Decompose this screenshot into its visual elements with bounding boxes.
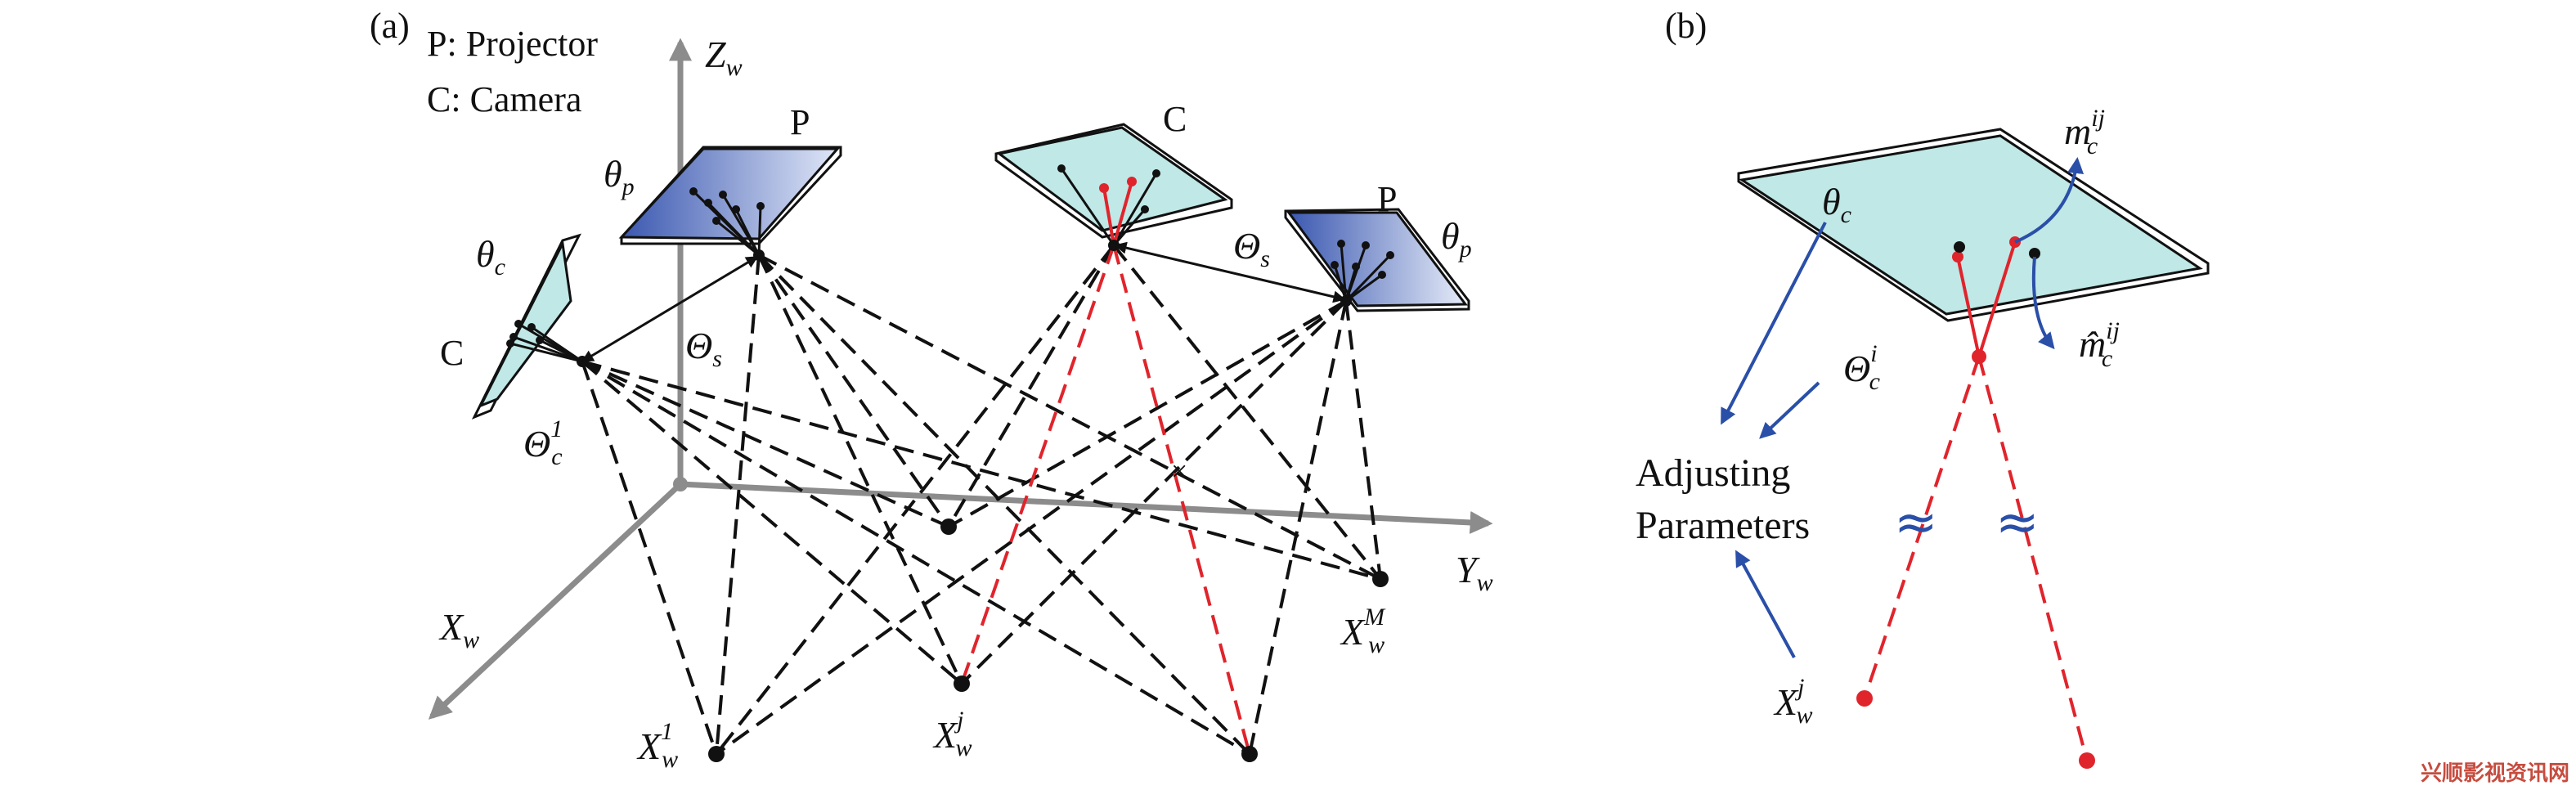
theta-ci-arrow [1759, 381, 1820, 439]
m-arrow [2014, 157, 2085, 244]
legend-projector: P: Projector [427, 24, 598, 64]
panel-a-label: (a) [370, 6, 410, 46]
point-xj [954, 676, 970, 692]
camera-left [471, 233, 588, 420]
m-hat-arrow [2031, 256, 2055, 350]
watermark: 兴顺影视资讯网 [2420, 761, 2569, 786]
adjusting-line1: Adjusting [1636, 451, 1790, 495]
theta-p-left-label: θp [604, 153, 635, 200]
break-symbol-right: ≈ [1995, 492, 2040, 553]
svg-text:×: × [1171, 455, 1187, 487]
adjusting-line2: Parameters [1636, 504, 1810, 547]
point-bottom-right [1241, 746, 1258, 762]
theta-p-right-label: θp [1441, 215, 1472, 263]
theta-s-right-label: Θs [1233, 225, 1270, 272]
projection-lines [581, 244, 1382, 756]
theta-c-b-label: θc [1822, 181, 1851, 228]
legend-camera: C: Camera [427, 79, 581, 119]
baseline-left [581, 255, 759, 363]
projector-left [618, 146, 842, 261]
theta-s-left-label: Θs [685, 325, 722, 372]
projector-right [1284, 208, 1470, 312]
panel-a: (a) P: Projector C: Camera Zw Yw Xw [370, 6, 1493, 773]
y-axis-label: Yw [1456, 549, 1493, 596]
theta-c-arrow [1721, 222, 1827, 425]
z-axis-label: Zw [705, 34, 743, 81]
cam-left-label: C [440, 333, 464, 373]
xj-arrow [1735, 550, 1796, 658]
world-points: × [708, 455, 1389, 762]
point-x1 [708, 746, 725, 762]
baseline-right [1114, 241, 1346, 303]
point-mid [940, 518, 957, 535]
red-rays-b [1856, 236, 2095, 769]
world-axes [428, 38, 1493, 720]
camera-top [994, 123, 1233, 251]
proj-left-label: P [790, 102, 810, 142]
break-symbol-left: ≈ [1894, 492, 1938, 553]
proj-right-label: P [1377, 179, 1397, 219]
x-axis-label: Xw [438, 606, 479, 653]
theta-c-label: θc [476, 233, 505, 281]
camera-plane-b [1737, 128, 2210, 322]
point-xm [1372, 571, 1389, 587]
cam-top-label: C [1163, 99, 1187, 139]
panel-b-label: (b) [1665, 6, 1707, 46]
